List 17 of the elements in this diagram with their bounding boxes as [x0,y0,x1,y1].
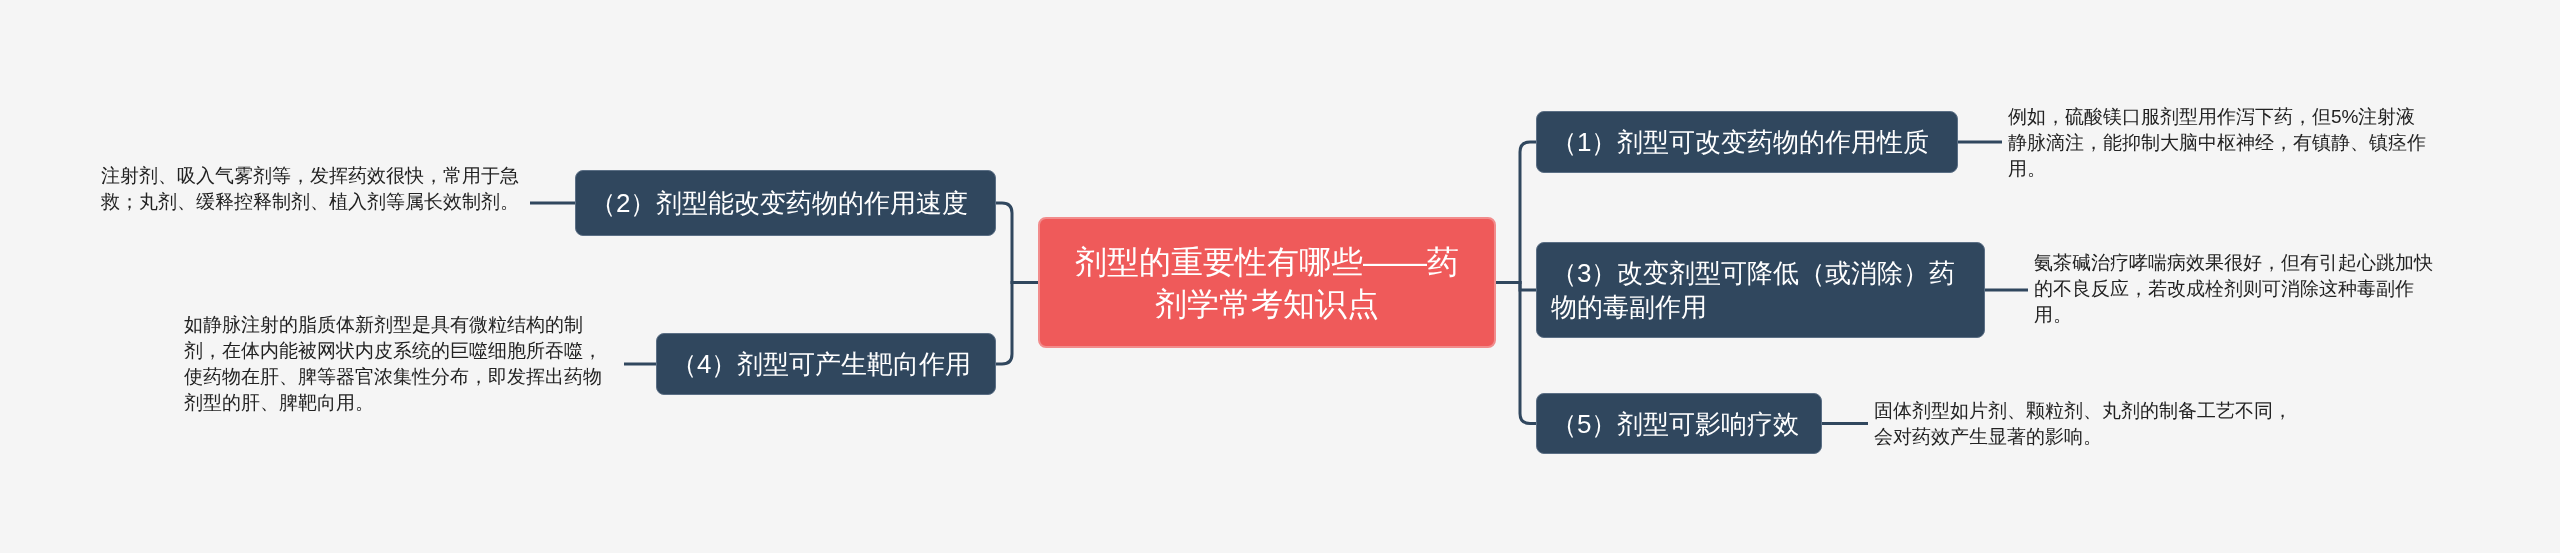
connector-line [1496,281,1536,425]
note-text: 如静脉注射的脂质体新剂型是具有微粒结构的制剂，在体内能被网状内皮系统的巨噬细胞所吞噬，使药物在肝、脾等器官浓集性分布，即发挥出药物剂型的肝、脾靶向用。 [184,312,620,416]
branch-topic-box: （3）改变剂型可降低（或消除）药物的毒副作用 [1536,242,1985,338]
note-text: 例如，硫酸镁口服剂型用作泻下药，但5%注射液静脉滴注，能抑制大脑中枢神经，有镇静、镇痉作用。 [2008,104,2433,182]
branch-topic-box: （1）剂型可改变药物的作用性质 [1536,111,1958,173]
connector-line [1958,140,2002,144]
branch-topic-box: （5）剂型可影响疗效 [1536,393,1822,454]
central-topic-box: 剂型的重要性有哪些——药剂学常考知识点 [1038,217,1496,348]
connector-line [624,362,656,366]
connector-line [530,201,575,205]
note-text: 注射剂、吸入气雾剂等，发挥药效很快，常用于急救；丸剂、缓释控释制剂、植入剂等属长效制剂。 [101,163,526,215]
branch-topic-box: （4）剂型可产生靶向作用 [656,333,996,395]
note-text: 固体剂型如片剂、颗粒剂、丸剂的制备工艺不同，会对药效产生显著的影响。 [1874,398,2302,450]
branch-topic-box: （2）剂型能改变药物的作用速度 [575,170,996,236]
connector-line [1822,422,1868,425]
note-text: 氨茶碱治疗哮喘病效果很好，但有引起心跳加快的不良反应，若改成栓剂则可消除这种毒副作用。 [2034,250,2450,328]
connector-line [1985,288,2028,292]
